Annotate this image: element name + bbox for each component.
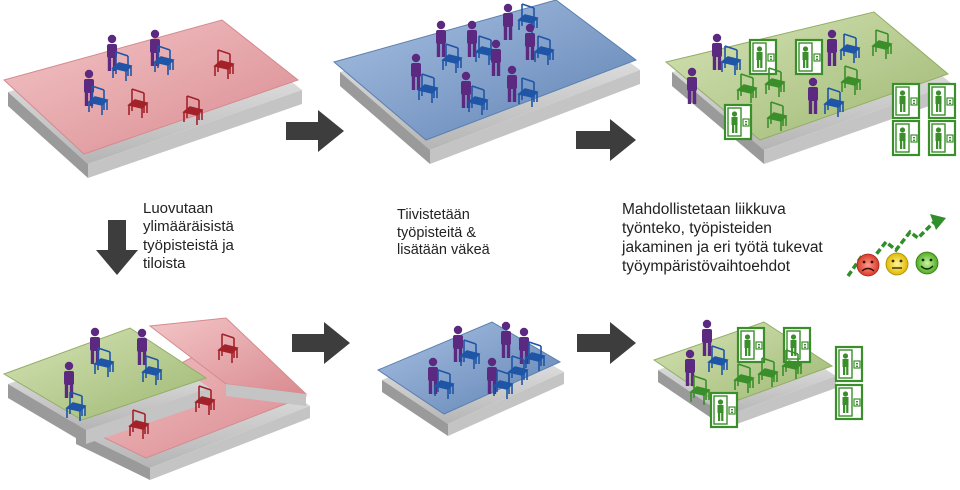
workstation-booth-icon	[782, 326, 812, 364]
workstation-booth-icon	[794, 38, 824, 76]
workstation-booth-icon	[891, 119, 921, 157]
arrow-right-icon	[576, 119, 636, 161]
workstation-booth-icon	[927, 82, 957, 120]
smiley-icon	[915, 251, 939, 275]
satisfaction-indicator	[846, 214, 946, 278]
workstation-booth-icon	[834, 383, 864, 421]
arrow-down-icon	[96, 220, 138, 275]
floor-green-small-left	[2, 327, 210, 444]
caption-enable-mobile-work: Mahdollistetaan liikkuva työnteko, työpi…	[622, 201, 823, 275]
trend-arrow-icon	[846, 220, 936, 278]
floor-blue-small	[376, 321, 564, 436]
workstation-booth-icon	[709, 391, 739, 429]
floor-blue-large	[332, 0, 640, 164]
arrow-right-icon	[577, 322, 636, 364]
workstation-booth-icon	[723, 103, 753, 141]
caption-release-workstations: Luovutaan ylimääräisistä työpisteistä ja…	[143, 200, 234, 272]
workstation-booth-icon	[927, 119, 957, 157]
workstation-booth-icon	[834, 345, 864, 383]
smiley-icon	[856, 253, 880, 277]
arrow-right-icon	[292, 322, 350, 364]
smiley-icon	[885, 252, 909, 276]
caption-densify-workstations: Tiivistetään työpisteitä & lisätään väke…	[397, 207, 490, 259]
workstation-booth-icon	[891, 82, 921, 120]
arrow-right-icon	[286, 110, 344, 152]
workstation-booth-icon	[736, 326, 766, 364]
